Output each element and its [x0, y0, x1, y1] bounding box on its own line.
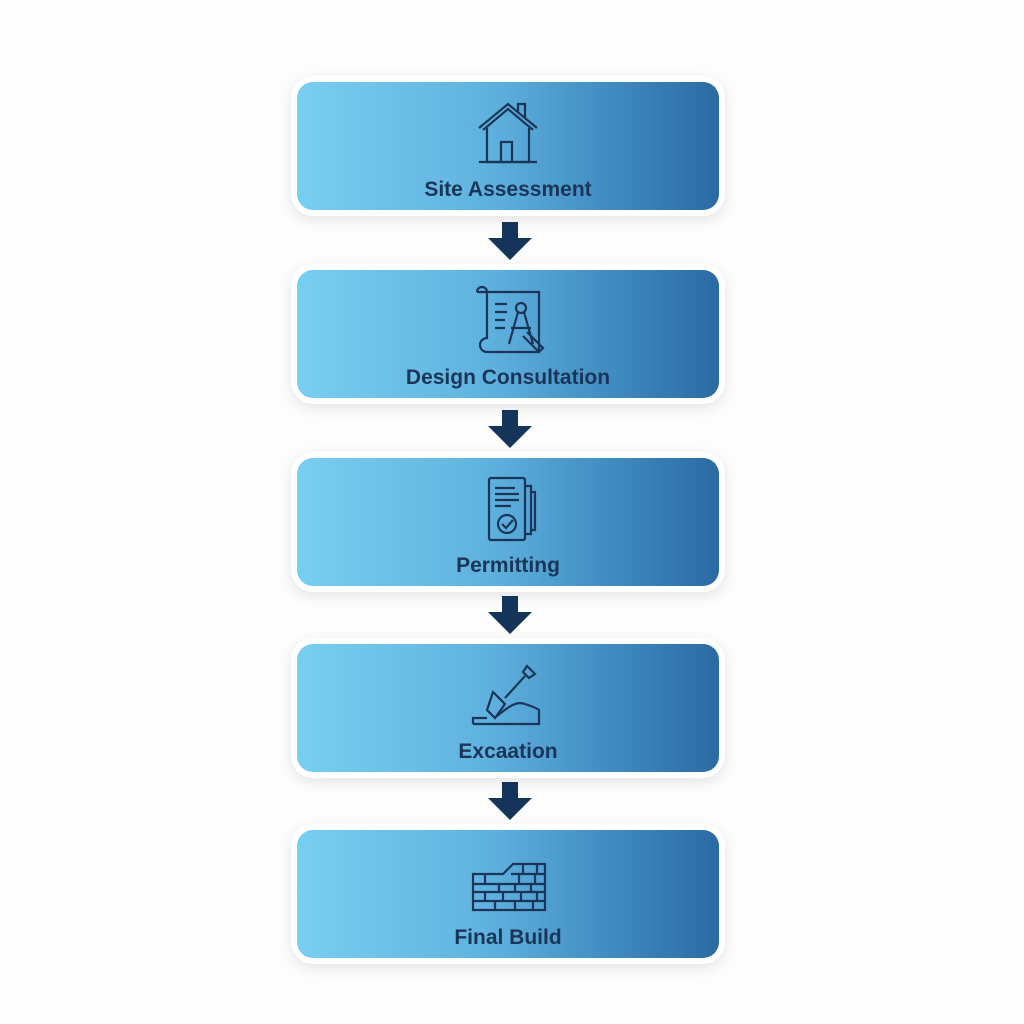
step-label: Permitting — [456, 554, 560, 577]
step-label: Site Assessment — [424, 178, 592, 201]
arrow-down-icon — [488, 410, 532, 448]
step-label: Excaation — [458, 740, 558, 763]
step-site-assessment: Site Assessment — [291, 76, 725, 216]
step-design-consultation: Design Consultation — [291, 264, 725, 404]
arrow-down-icon — [488, 596, 532, 634]
house-icon — [465, 96, 551, 166]
arrow-down-icon — [488, 782, 532, 820]
document-check-icon — [465, 472, 551, 542]
shovel-icon — [465, 658, 551, 728]
step-label: Design Consultation — [405, 366, 611, 389]
blueprint-icon — [465, 284, 551, 354]
arrow-down-icon — [488, 222, 532, 260]
step-excavation: Excaation — [291, 638, 725, 778]
step-permitting: Permitting — [291, 452, 725, 592]
step-final-build: Final Build — [291, 824, 725, 964]
brick-wall-icon — [465, 844, 551, 914]
step-label: Final Build — [454, 926, 562, 949]
